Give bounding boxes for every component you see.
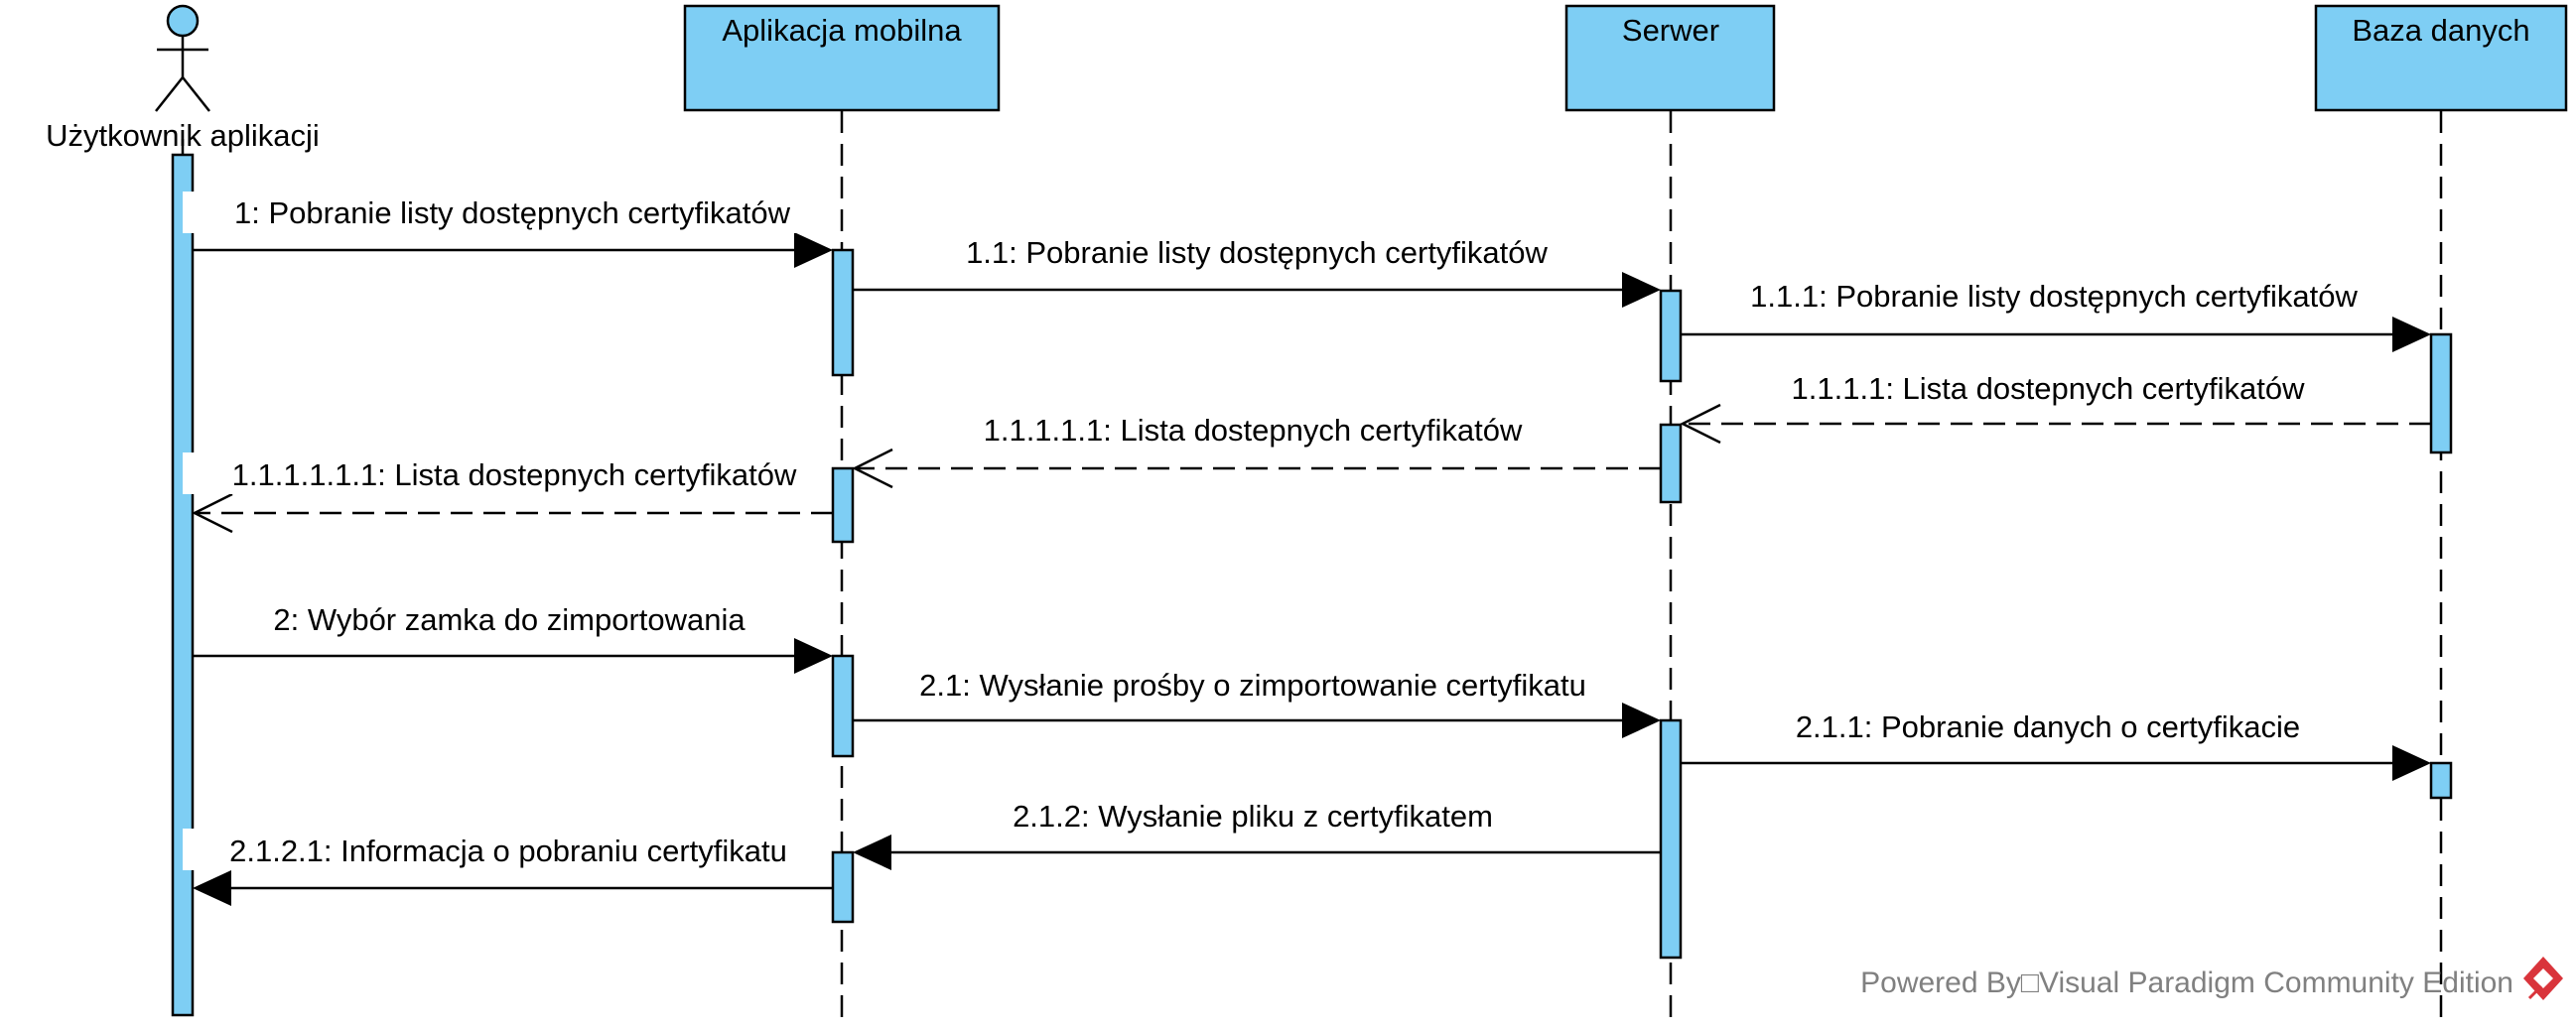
- message-1-1-1-1: 1.1.1.1: Lista dostepnych certyfikatów: [1680, 371, 2431, 445]
- actor-label: Użytkownik aplikacji: [46, 118, 320, 153]
- activation-app-1: [831, 248, 855, 377]
- message-2-1-2-1-label: 2.1.2.1: Informacja o pobraniu certyfika…: [229, 834, 787, 868]
- activation-app-2: [831, 466, 855, 544]
- message-1-label: 1: Pobranie listy dostępnych certyfikató…: [234, 195, 791, 230]
- activation-app-3: [831, 654, 855, 758]
- activation-serwer-1: [1659, 289, 1683, 383]
- message-2-1-1-label: 2.1.1: Pobranie danych o certyfikacie: [1796, 709, 2300, 744]
- message-2-1-2-1: 2.1.2.1: Informacja o pobraniu certyfika…: [183, 829, 833, 906]
- message-2: 2: Wybór zamka do zimportowania: [193, 602, 833, 674]
- activation-serwer-3: [1659, 718, 1683, 960]
- message-1-1-label: 1.1: Pobranie listy dostępnych certyfika…: [966, 235, 1548, 270]
- message-1-1-1: 1.1.1: Pobranie listy dostępnych certyfi…: [1681, 279, 2431, 352]
- activation-actor: [171, 153, 195, 1017]
- actor-icon: [155, 4, 210, 112]
- lifeline-header-serwer: [1564, 4, 1776, 112]
- lifeline-header-baza: [2314, 4, 2568, 112]
- activation-baza-2: [2429, 761, 2453, 800]
- lifeline-header-aplikacja: [683, 4, 1001, 112]
- message-1-1-1-label: 1.1.1: Pobranie listy dostępnych certyfi…: [1750, 279, 2358, 314]
- lifeline-label-baza: Baza danych: [2352, 13, 2529, 48]
- message-1-1-1-1-1-1-label: 1.1.1.1.1.1: Lista dostepnych certyfikat…: [232, 457, 797, 492]
- activation-app-4: [831, 850, 855, 924]
- message-1-1-1-1-1-label: 1.1.1.1.1: Lista dostepnych certyfikatów: [984, 413, 1523, 448]
- watermark-text: Powered By□Visual Paradigm Community Edi…: [1860, 966, 2513, 999]
- message-2-1-2: 2.1.2: Wysłanie pliku z certyfikatem: [853, 799, 1661, 870]
- activation-serwer-2: [1659, 423, 1683, 504]
- message-1-1: 1.1: Pobranie listy dostępnych certyfika…: [853, 235, 1661, 308]
- message-2-label: 2: Wybór zamka do zimportowania: [273, 602, 746, 637]
- message-1-1-1-1-label: 1.1.1.1: Lista dostepnych certyfikatów: [1792, 371, 2306, 406]
- lifeline-label-aplikacja: Aplikacja mobilna: [722, 13, 962, 48]
- message-2-1-1: 2.1.1: Pobranie danych o certyfikacie: [1681, 709, 2431, 781]
- message-2-1-2-label: 2.1.2: Wysłanie pliku z certyfikatem: [1013, 799, 1493, 834]
- activation-baza-1: [2429, 332, 2453, 454]
- message-2-1: 2.1: Wysłanie prośby o zimportowanie cer…: [853, 668, 1661, 738]
- message-1: 1: Pobranie listy dostępnych certyfikató…: [183, 192, 833, 268]
- message-1-1-1-1-1-1: 1.1.1.1.1.1: Lista dostepnych certyfikat…: [183, 452, 833, 534]
- message-2-1-label: 2.1: Wysłanie prośby o zimportowanie cer…: [919, 668, 1586, 703]
- message-1-1-1-1-1: 1.1.1.1.1: Lista dostepnych certyfikatów: [852, 413, 1661, 489]
- lifeline-label-serwer: Serwer: [1622, 13, 1719, 48]
- visual-paradigm-logo-icon: [2523, 957, 2563, 1000]
